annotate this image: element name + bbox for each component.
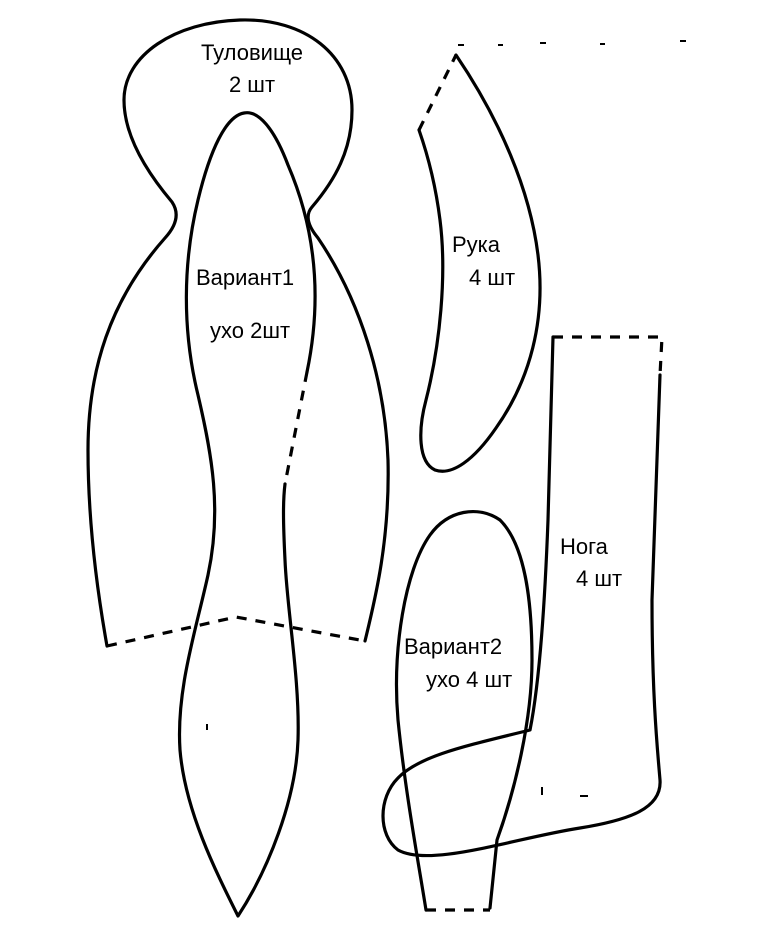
arm-name: Рука	[452, 232, 501, 257]
torso-bottom-seam	[106, 615, 366, 648]
ear-variant-1-outline	[177, 111, 317, 918]
scan-specks	[206, 40, 686, 797]
arm-open-seam	[417, 54, 458, 131]
ear-variant-2-piece: Вариант2 ухо 4 шт	[394, 510, 534, 912]
ear-variant-1-open-seam	[283, 371, 309, 485]
leg-outline	[381, 335, 662, 858]
ear-variant-1-piece: Вариант1 ухо 2шт	[177, 111, 317, 918]
ear-variant-2-name: Вариант2	[404, 634, 502, 659]
arm-piece: Рука 4 шт	[417, 53, 542, 473]
ear-variant-1-name: Вариант1	[196, 265, 294, 290]
torso-count: 2 шт	[229, 72, 275, 97]
arm-count: 4 шт	[469, 265, 515, 290]
leg-count: 4 шт	[576, 566, 622, 591]
leg-top-seam	[553, 335, 664, 376]
ear-variant-2-outline	[394, 510, 534, 912]
torso-outline	[86, 18, 390, 648]
leg-piece: Нога 4 шт	[381, 335, 664, 858]
ear-variant-1-count: ухо 2шт	[210, 318, 290, 343]
leg-name: Нога	[560, 534, 609, 559]
ear-variant-2-count: ухо 4 шт	[426, 667, 512, 692]
torso-name: Туловище	[201, 40, 303, 65]
arm-outline	[417, 53, 542, 473]
torso-piece: Туловище 2 шт	[86, 18, 390, 648]
